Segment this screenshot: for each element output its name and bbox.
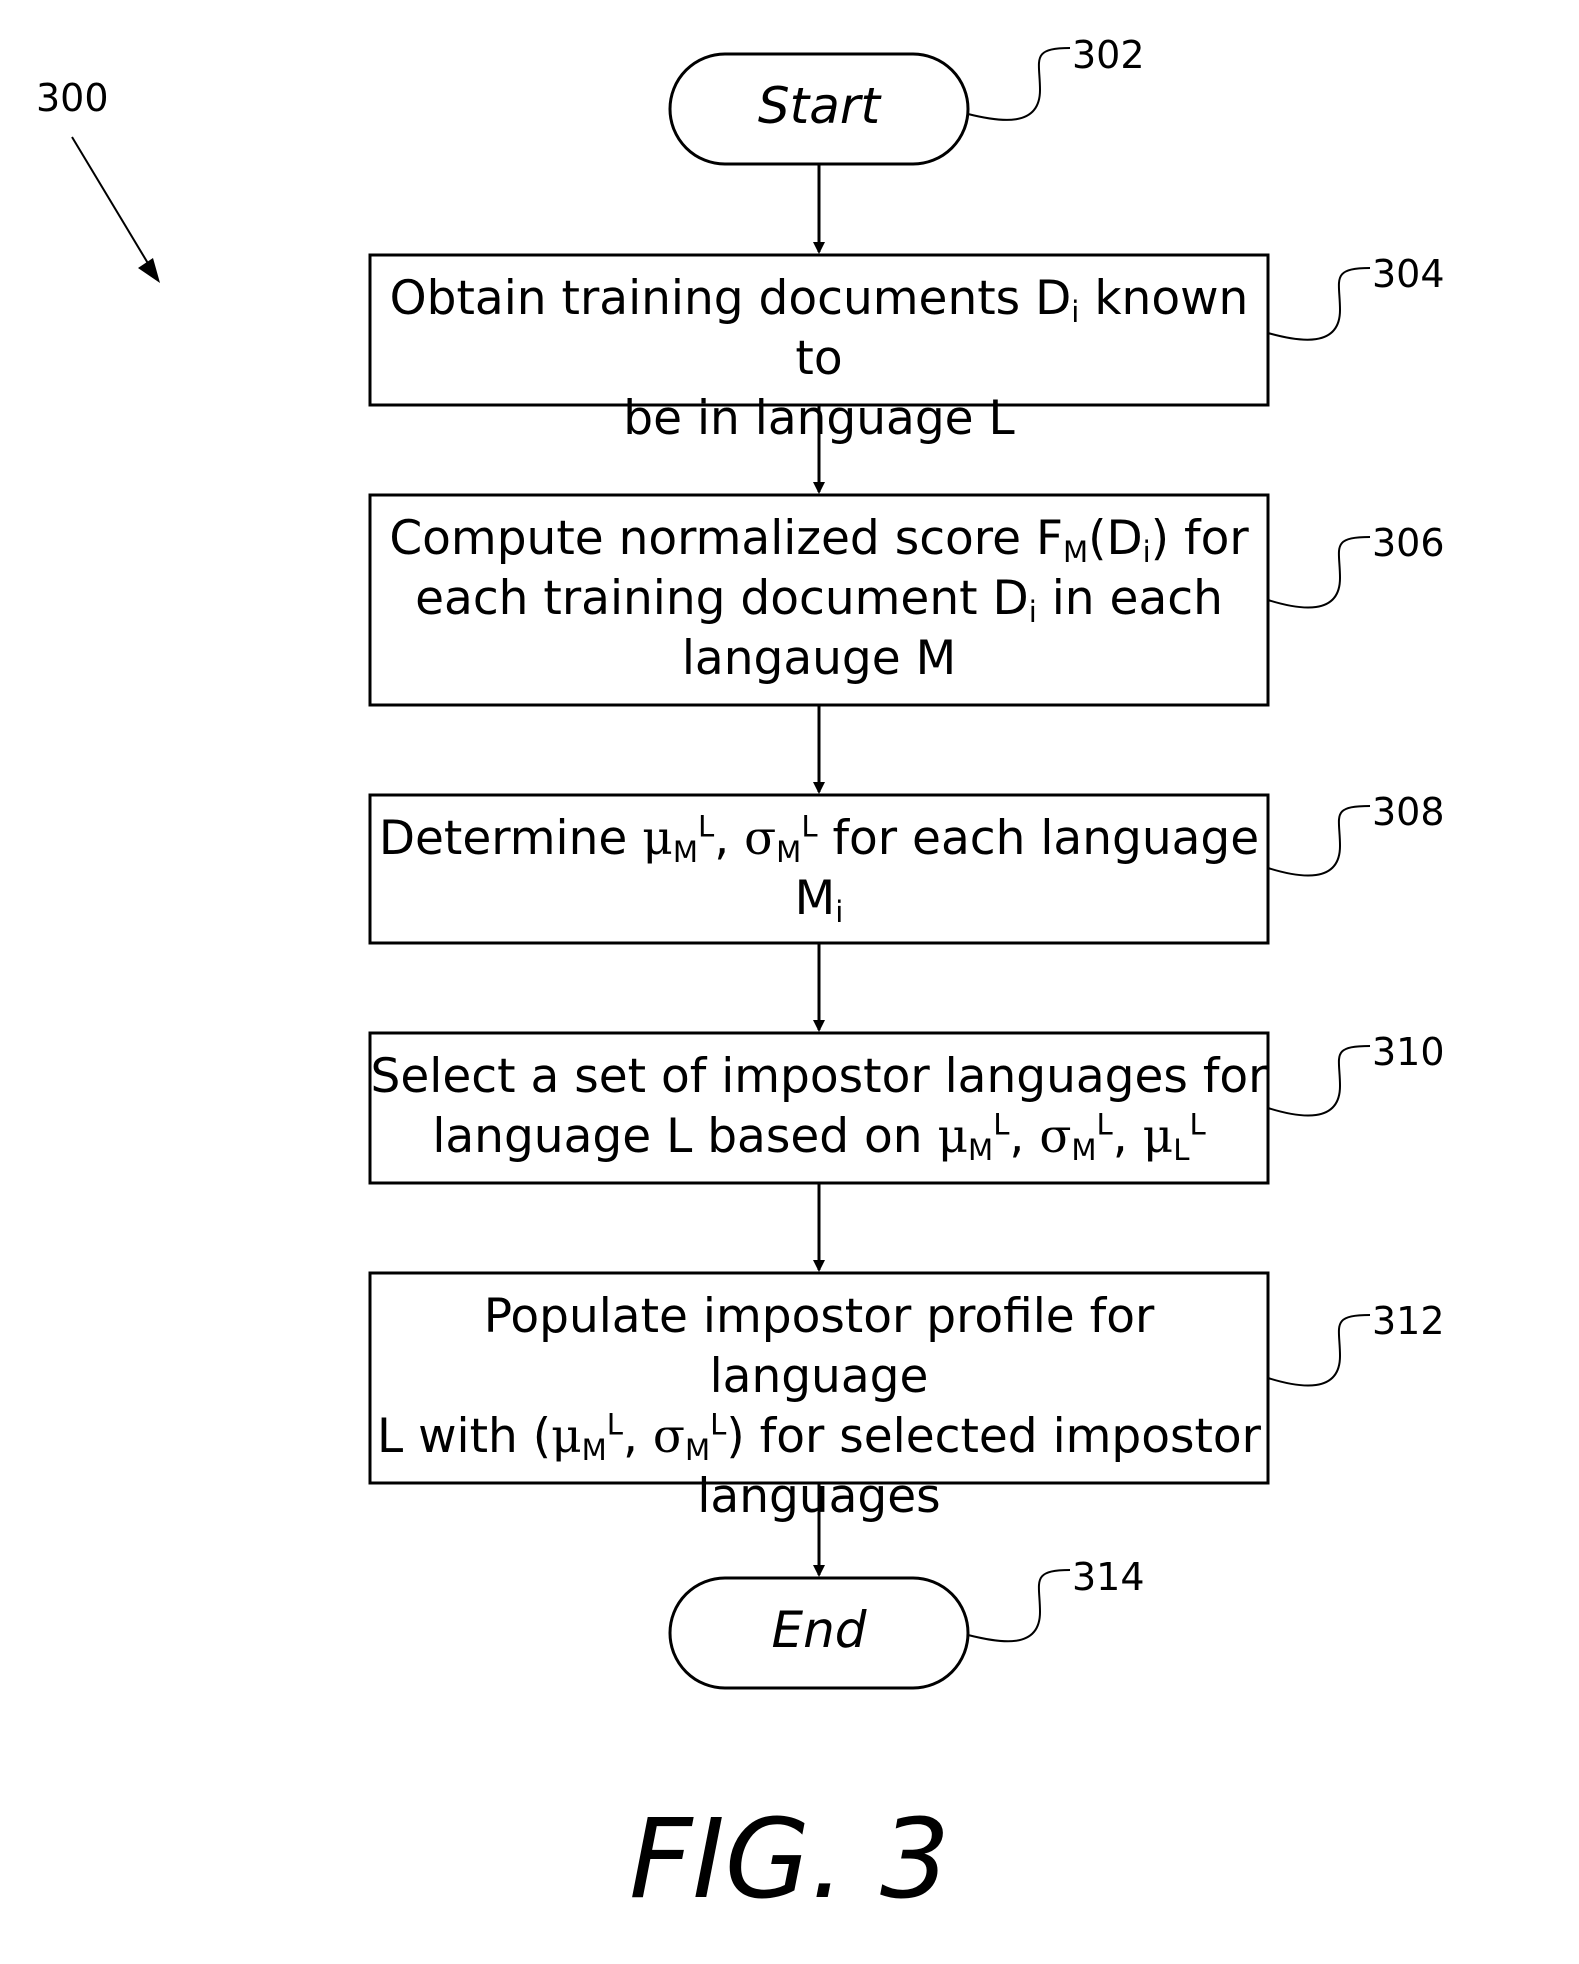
- step-312-line-1: Populate impostor profile for language: [370, 1287, 1268, 1407]
- ref-304: 304: [1372, 252, 1445, 296]
- leader-306: [1268, 537, 1370, 608]
- step-312-line-2: L with (μML, σML) for selected impostor: [370, 1407, 1268, 1467]
- leader-310: [1268, 1046, 1370, 1116]
- step-312-text: Populate impostor profile for language L…: [370, 1287, 1268, 1527]
- step-308-text: Determine μML, σML for each language Mi: [370, 809, 1268, 929]
- figure-ref-label: 300: [36, 76, 109, 120]
- ref-302: 302: [1072, 33, 1145, 77]
- step-312-line-3: languages: [370, 1467, 1268, 1527]
- end-label: End: [670, 1601, 968, 1659]
- leader-314: [968, 1570, 1070, 1641]
- step-304-text: Obtain training documents Di known to be…: [370, 269, 1268, 449]
- start-label: Start: [670, 77, 968, 135]
- step-306-line-1: Compute normalized score FM(Di) for: [370, 509, 1268, 569]
- ref-308: 308: [1372, 790, 1445, 834]
- step-304-line-1: Obtain training documents Di known to: [370, 269, 1268, 389]
- step-310-line-1: Select a set of impostor languages for: [370, 1047, 1268, 1107]
- figure-caption: FIG. 3: [0, 1795, 1579, 1923]
- ref-310: 310: [1372, 1030, 1445, 1074]
- step-308-line-1: Determine μML, σML for each language: [370, 809, 1268, 869]
- ref-314: 314: [1072, 1555, 1145, 1599]
- leader-304: [1268, 268, 1370, 340]
- leader-302: [968, 48, 1070, 120]
- step-308-line-2: Mi: [370, 869, 1268, 929]
- step-310-text: Select a set of impostor languages for l…: [370, 1047, 1268, 1167]
- step-306-text: Compute normalized score FM(Di) for each…: [370, 509, 1268, 689]
- leader-308: [1268, 806, 1370, 876]
- leader-312: [1268, 1315, 1370, 1386]
- step-310-line-2: language L based on μML, σML, μLL: [370, 1107, 1268, 1167]
- ref-312: 312: [1372, 1299, 1445, 1343]
- figure-ref-arrowhead: [138, 258, 160, 283]
- step-306-line-3: langauge M: [370, 629, 1268, 689]
- figure-ref-pointer: [72, 137, 155, 275]
- step-304-line-2: be in language L: [370, 389, 1268, 449]
- step-306-line-2: each training document Di in each: [370, 569, 1268, 629]
- ref-306: 306: [1372, 521, 1445, 565]
